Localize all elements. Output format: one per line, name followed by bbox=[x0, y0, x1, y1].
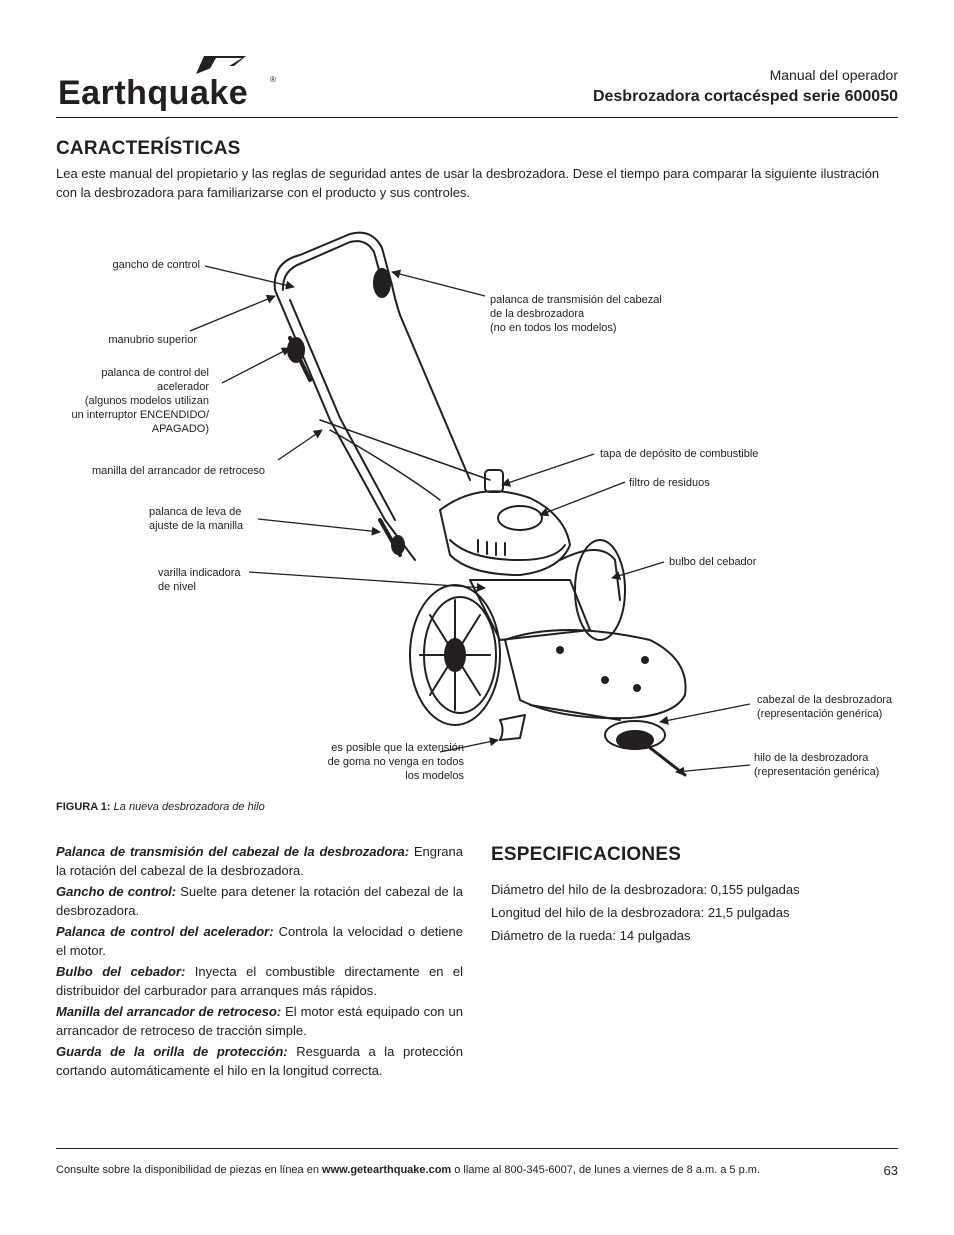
specifications: ESPECIFICACIONES Diámetro del hilo de la… bbox=[491, 844, 891, 947]
desc-item: Palanca de control del acelerador: Contr… bbox=[56, 924, 463, 958]
svg-text:®: ® bbox=[270, 75, 276, 84]
figure-caption: FIGURA 1: La nueva desbrozadora de hilo bbox=[56, 801, 265, 813]
footer-divider bbox=[56, 1148, 898, 1149]
trimmer-illustration bbox=[189, 231, 751, 777]
manual-label: Manual del operador bbox=[769, 67, 898, 83]
page-number: 63 bbox=[883, 1163, 898, 1178]
label-bulbo-cebador: bulbo del cebador bbox=[669, 556, 757, 568]
footer-text: Consulte sobre la disponibilidad de piez… bbox=[56, 1164, 760, 1176]
desc-item: Guarda de la orilla de protección: Resgu… bbox=[56, 1044, 464, 1078]
label-filtro-residuos: filtro de residuos bbox=[629, 477, 710, 489]
desc-item: Bulbo del cebador: Inyecta el combustibl… bbox=[56, 964, 463, 998]
label-extension-goma: es posible que la extensión de goma no v… bbox=[327, 742, 464, 782]
label-cabezal: cabezal de la desbrozadora (representaci… bbox=[757, 694, 893, 720]
header-divider bbox=[56, 117, 898, 118]
label-control-acelerador: palanca de control del acelerador (algun… bbox=[71, 367, 209, 435]
control-descriptions: Palanca de transmisión del cabezal de la… bbox=[56, 842, 463, 1082]
label-hilo: hilo de la desbrozadora (representación … bbox=[754, 752, 880, 778]
specs-heading: ESPECIFICACIONES bbox=[491, 844, 682, 865]
features-intro: Lea este manual del propietario y las re… bbox=[56, 166, 880, 200]
label-manubrio-superior: manubrio superior bbox=[108, 334, 197, 346]
website-link[interactable]: www.getearthquake.com bbox=[322, 1164, 452, 1176]
spec-item: Longitud del hilo de la desbrozadora: 21… bbox=[491, 905, 790, 920]
spec-item: Diámetro de la rueda: 14 pulgadas bbox=[491, 928, 691, 943]
desc-item: Palanca de transmisión del cabezal de la… bbox=[56, 844, 463, 878]
svg-text:Earthquake: Earthquake bbox=[58, 74, 248, 112]
label-palanca-leva: palanca de leva de ajuste de la manilla bbox=[149, 506, 244, 532]
spec-item: Diámetro del hilo de la desbrozadora: 0,… bbox=[491, 882, 800, 897]
desc-item: Gancho de control: Suelte para detener l… bbox=[56, 884, 463, 918]
earthquake-logo: Earthquake ® bbox=[58, 56, 276, 112]
label-gancho-control: gancho de control bbox=[112, 259, 200, 271]
series-title: Desbrozadora cortacésped serie 600050 bbox=[592, 88, 898, 105]
label-tapa-combustible: tapa de depósito de combustible bbox=[600, 448, 759, 460]
label-palanca-transmision: palanca de transmisión del cabezal de la… bbox=[490, 294, 662, 334]
features-heading: CARACTERÍSTICAS bbox=[56, 138, 241, 159]
label-varilla-nivel: varilla indicadora de nivel bbox=[158, 567, 241, 593]
label-manilla-arrancador: manilla del arrancador de retroceso bbox=[92, 465, 266, 477]
desc-item: Manilla del arrancador de retroceso: El … bbox=[56, 1004, 463, 1038]
